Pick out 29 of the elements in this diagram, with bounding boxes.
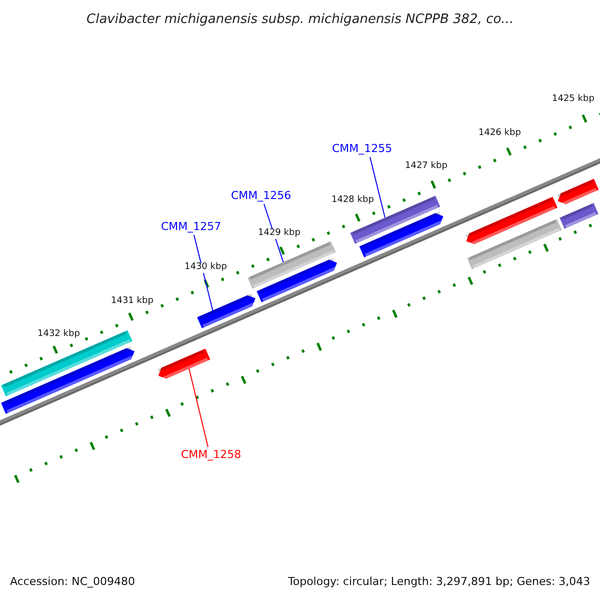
gene-bar <box>466 196 558 246</box>
gene-label: CMM_1257 <box>161 221 222 234</box>
gene-bar <box>1 346 136 414</box>
gene-label: CMM_1255 <box>332 143 392 156</box>
leader-line <box>370 156 386 218</box>
gene-bar <box>256 258 338 302</box>
gene-label: CMM_1258 <box>181 449 242 462</box>
scale-label: 1431 kbp <box>110 296 154 306</box>
leader-line <box>194 234 214 311</box>
gene-bar <box>248 241 336 289</box>
leader-line <box>188 368 208 448</box>
scale-label: 1432 kbp <box>36 330 81 340</box>
gene-bar <box>197 294 256 328</box>
scale-label: 1425 kbp <box>551 95 596 105</box>
accession-text: Accession: NC_009480 <box>10 576 136 588</box>
gene-bar <box>560 203 598 229</box>
gene-label: CMM_1256 <box>231 190 292 202</box>
scale-label: 1429 kbp <box>257 229 302 240</box>
scale-label: 1430 kbp <box>184 263 228 273</box>
gene-bar <box>467 219 562 270</box>
scale-label: 1428 kbp <box>330 196 375 206</box>
map-title: Clavibacter michiganensis subsp. michiganensis NCPPB 382, co... <box>86 13 514 28</box>
gene-bar <box>359 212 444 258</box>
gene-bar <box>1 330 132 396</box>
gene-bar <box>557 178 599 206</box>
genome-info-text: Topology: circular; Length: 3,297,891 bp; Genes: 3,043 <box>288 576 590 588</box>
scale-label: 1427 kbp <box>404 162 448 172</box>
gene-bar <box>158 348 210 380</box>
scale-label: 1426 kbp <box>478 128 522 138</box>
